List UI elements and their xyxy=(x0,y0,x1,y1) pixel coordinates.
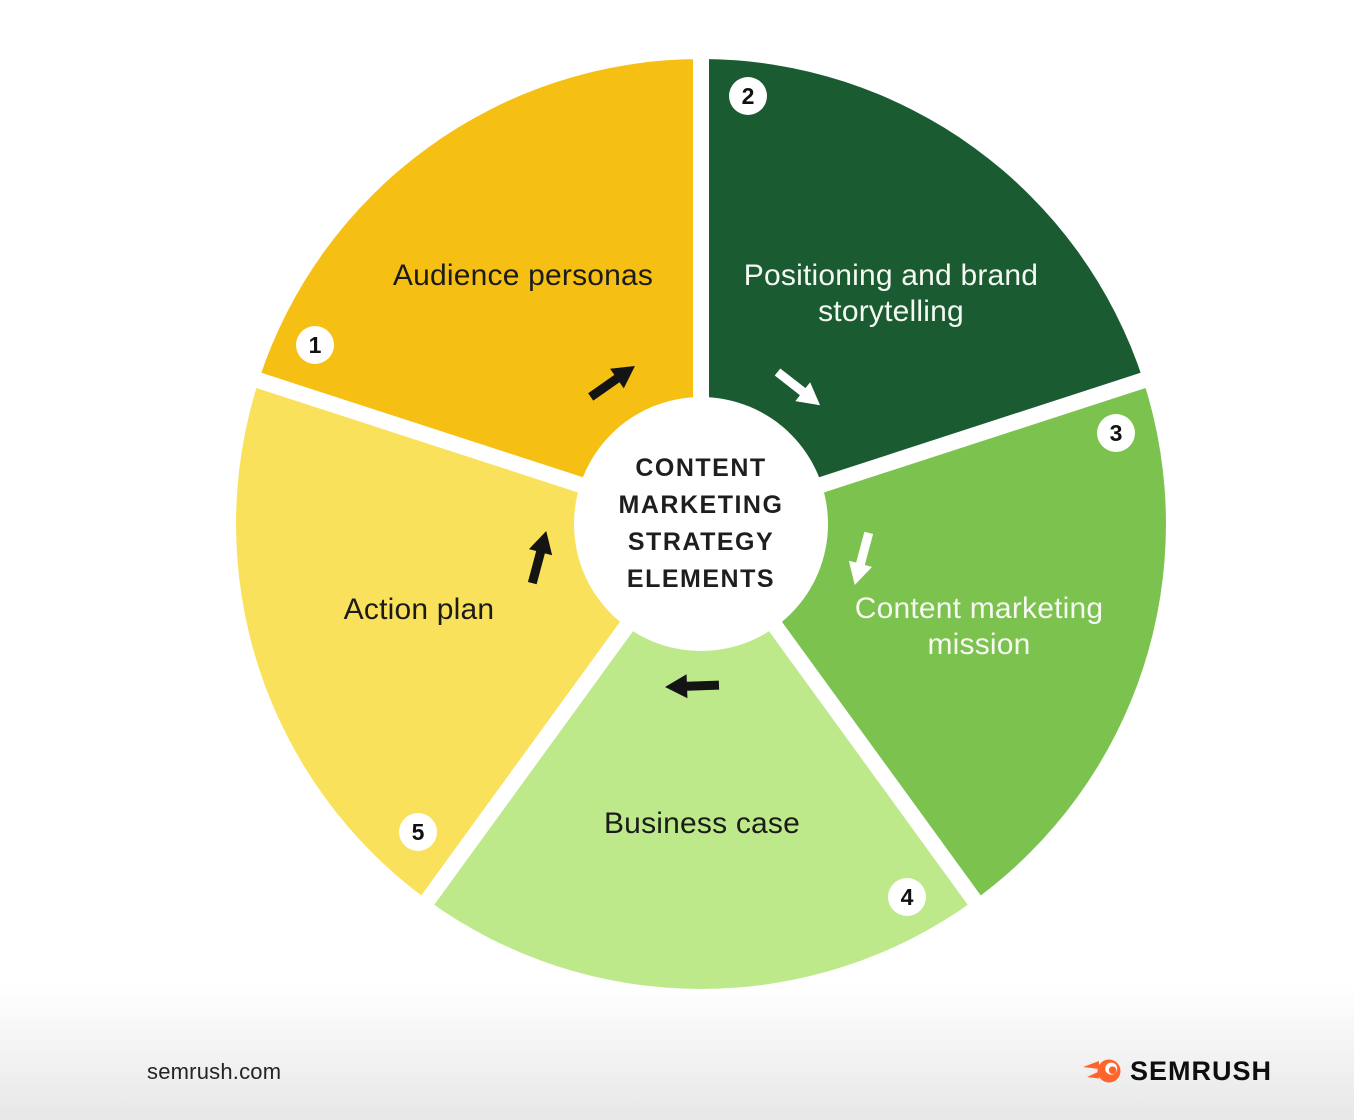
segment-label-content-marketing-mission: Content marketing mission xyxy=(854,592,1104,661)
segment-business-case xyxy=(427,524,975,989)
step-badge-2: 2 xyxy=(729,77,767,115)
segment-label-positioning-brand-storytelling: Positioning and brand storytelling xyxy=(743,259,1039,328)
site-url: semrush.com xyxy=(147,1059,282,1084)
diagram-title-line: ELEMENTS xyxy=(626,565,776,593)
step-badge-3: 3 xyxy=(1097,414,1135,452)
center-circle xyxy=(574,397,828,651)
brand-name: SEMRUSH xyxy=(1130,1056,1273,1086)
footer-gradient xyxy=(0,985,1354,1120)
arrow-down-right-icon xyxy=(774,368,821,406)
step-badge-4: 4 xyxy=(888,878,926,916)
diagram-title-line: CONTENT xyxy=(635,454,767,482)
segment-label-action-plan: Action plan xyxy=(343,593,495,626)
flow-arrows xyxy=(527,365,874,699)
step-badge-1: 1 xyxy=(296,326,334,364)
segment-label-business-case: Business case xyxy=(603,807,801,840)
diagram-title: CONTENT MARKETING STRATEGY ELEMENTS xyxy=(619,450,784,598)
segment-audience-personas xyxy=(258,59,701,524)
arrow-down-icon xyxy=(848,531,874,586)
semrush-logo: SEMRUSH xyxy=(1083,1056,1272,1086)
arrow-up-icon xyxy=(527,530,553,585)
step-badge-5: 5 xyxy=(399,813,437,851)
arrow-up-right-icon xyxy=(588,365,635,401)
semrush-flame-icon xyxy=(1083,1059,1121,1083)
segment-positioning-brand-storytelling xyxy=(701,59,1144,524)
arrow-left-icon xyxy=(665,674,720,699)
diagram-title-line: STRATEGY xyxy=(627,528,775,556)
wheel-segments xyxy=(236,59,1166,989)
diagram-title-line: MARKETING xyxy=(618,491,784,519)
segment-label-audience-personas: Audience personas xyxy=(392,259,654,292)
